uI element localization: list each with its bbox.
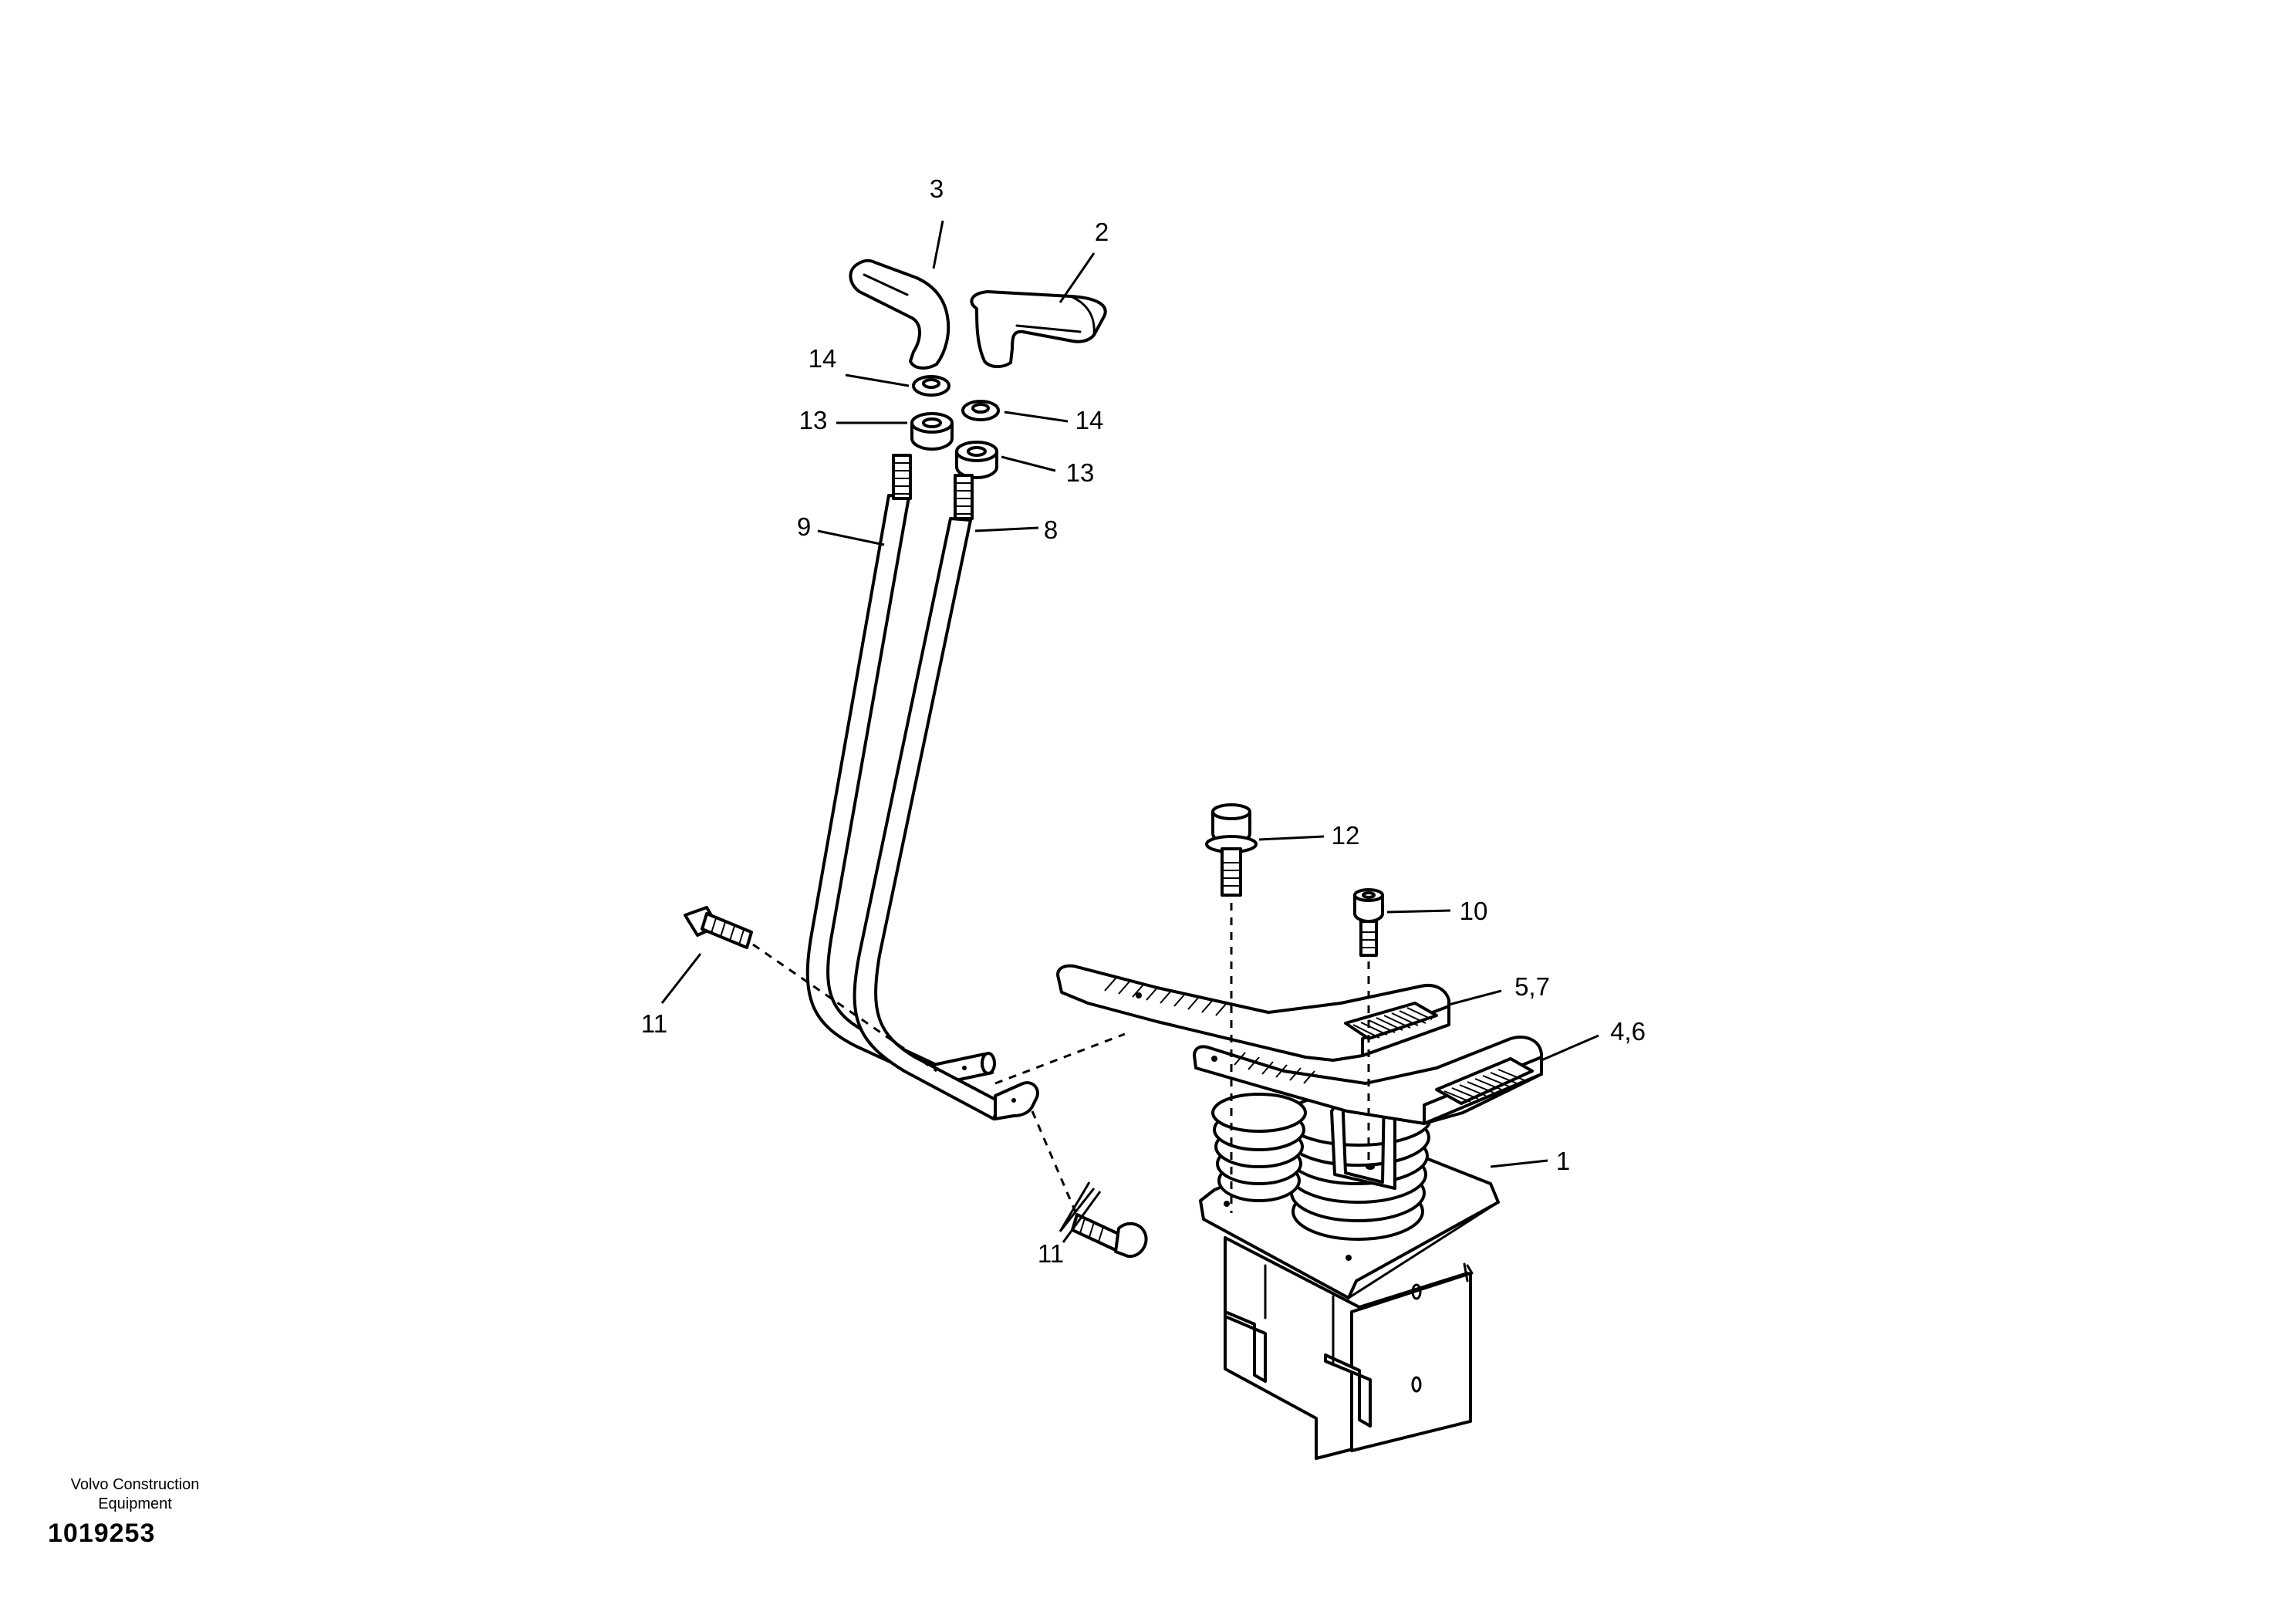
- pedal-left: [1056, 964, 1450, 1062]
- drawing-number: 1019253: [48, 1519, 156, 1548]
- washer-left: [912, 375, 950, 397]
- bolt-right: [1071, 1213, 1148, 1259]
- leader-lines: [660, 220, 1599, 1243]
- callout-4-6: 4,6: [1610, 1017, 1646, 1046]
- callout-12: 12: [1332, 821, 1360, 850]
- pedal-right: [1193, 1036, 1543, 1125]
- callout-8: 8: [1044, 515, 1058, 544]
- brand-caption: Volvo Construction Equipment: [46, 1475, 224, 1514]
- knob-right: [970, 290, 1107, 368]
- nut-right: [955, 441, 998, 479]
- callout-5-7: 5,7: [1514, 972, 1550, 1001]
- pilot-valve: [1199, 1091, 1500, 1460]
- callout-3: 3: [930, 174, 944, 203]
- lever-rod-right: [853, 474, 1039, 1120]
- socket-screw: [1353, 888, 1384, 957]
- callout-13-right: 13: [1066, 458, 1095, 487]
- callout-10: 10: [1460, 897, 1488, 925]
- brand-line-2: Equipment: [98, 1495, 172, 1512]
- callout-11-right: 11: [1038, 1239, 1064, 1268]
- assembly-line-bolt-right: [1031, 1110, 1080, 1220]
- callout-11-left: 11: [641, 1009, 667, 1038]
- bolt-left: [684, 906, 753, 949]
- brand-line-1: Volvo Construction: [70, 1476, 200, 1493]
- callout-14-left: 14: [809, 344, 837, 373]
- callout-13-left: 13: [799, 406, 828, 434]
- callout-1: 1: [1556, 1147, 1570, 1175]
- callout-14-right: 14: [1075, 406, 1104, 434]
- nut-left: [910, 412, 954, 451]
- callout-2: 2: [1095, 218, 1109, 246]
- assembly-line-rod-pedal: [994, 1032, 1126, 1085]
- washer-right: [961, 400, 1000, 421]
- knob-left: [849, 259, 950, 370]
- callout-9: 9: [797, 512, 811, 541]
- flange-bolt: [1205, 803, 1258, 897]
